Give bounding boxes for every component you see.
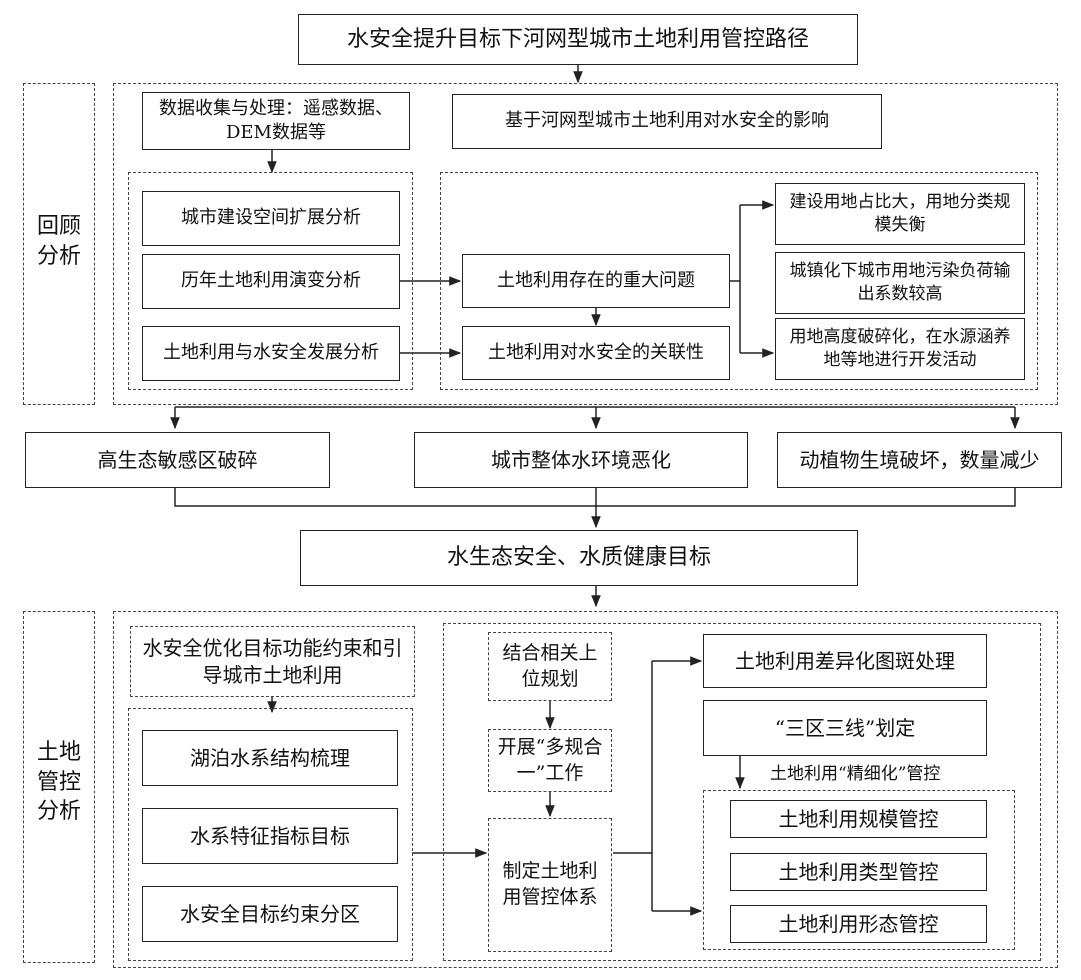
control-side-label: 土地 管控 分析 [36,740,81,825]
water-item-zoning: 水安全目标约束分区 [142,886,398,942]
multi-plan-box: 开展“多规合一”工作 [488,729,612,792]
fine-control-label: 土地利用“精细化”管控 [770,763,1030,786]
title-box: 水安全提升目标下河网型城市土地利用管控路径 [298,14,858,65]
consequence-box-habitat: 动植物生境破坏，数量减少 [777,432,1062,488]
problem-item-pollution: 城镇化下城市用地污染负荷输出系数较高 [775,252,1025,314]
problem-item-ratio: 建设用地占比大，用地分类规模失衡 [775,183,1025,245]
review-frame [113,83,1058,405]
analysis-item-evolution: 历年土地利用演变分析 [142,254,400,309]
correlation-box: 土地利用对水安全的关联性 [462,326,730,380]
merge-consequences [174,488,1016,507]
system-box: 制定土地利用管控体系 [488,818,612,952]
review-side-frame [23,83,95,405]
consequence-box-ecological: 高生态敏感区破碎 [25,432,330,488]
system-group-frame [443,623,1041,961]
fine-group-frame [703,790,1015,950]
title-text: 水安全提升目标下河网型城市土地利用管控路径 [346,26,809,52]
fine-item-type: 土地利用类型管控 [730,853,987,891]
water-group-frame [128,708,413,961]
problems-group-frame [440,172,1038,390]
analysis-item-spatial: 城市建设空间扩展分析 [142,191,400,246]
control-frame [113,611,1058,968]
analyses-group-frame [128,172,413,390]
problem-item-fragmentation: 用地高度破碎化，在水源涵养地等地进行开发活动 [775,318,1025,380]
water-item-indicators: 水系特征指标目标 [142,808,398,864]
consequence-box-water-environment: 城市整体水环境恶化 [414,432,748,488]
goal-box: 水生态安全、水质健康目标 [300,530,858,586]
fine-item-scale: 土地利用规模管控 [730,800,987,838]
review-side-label: 回顾 分析 [36,214,81,269]
patch-box: 土地利用差异化图斑处理 [703,634,987,688]
control-side-frame [23,611,95,963]
impact-box: 基于河网型城市土地利用对水安全的影响 [452,94,882,149]
zones-box: “三区三线”划定 [703,700,987,756]
guide-box: 水安全优化目标功能约束和引导城市土地利用 [130,626,415,697]
major-problems-box: 土地利用存在的重大问题 [462,254,730,308]
fine-item-form: 土地利用形态管控 [730,905,987,943]
plan-combine-box: 结合相关上位规划 [488,632,612,701]
water-item-structure: 湖泊水系结构梳理 [142,730,398,786]
analysis-item-development: 土地利用与水安全发展分析 [142,326,400,381]
data-collection-box: 数据收集与处理：遥感数据、DEM数据等 [142,92,410,150]
